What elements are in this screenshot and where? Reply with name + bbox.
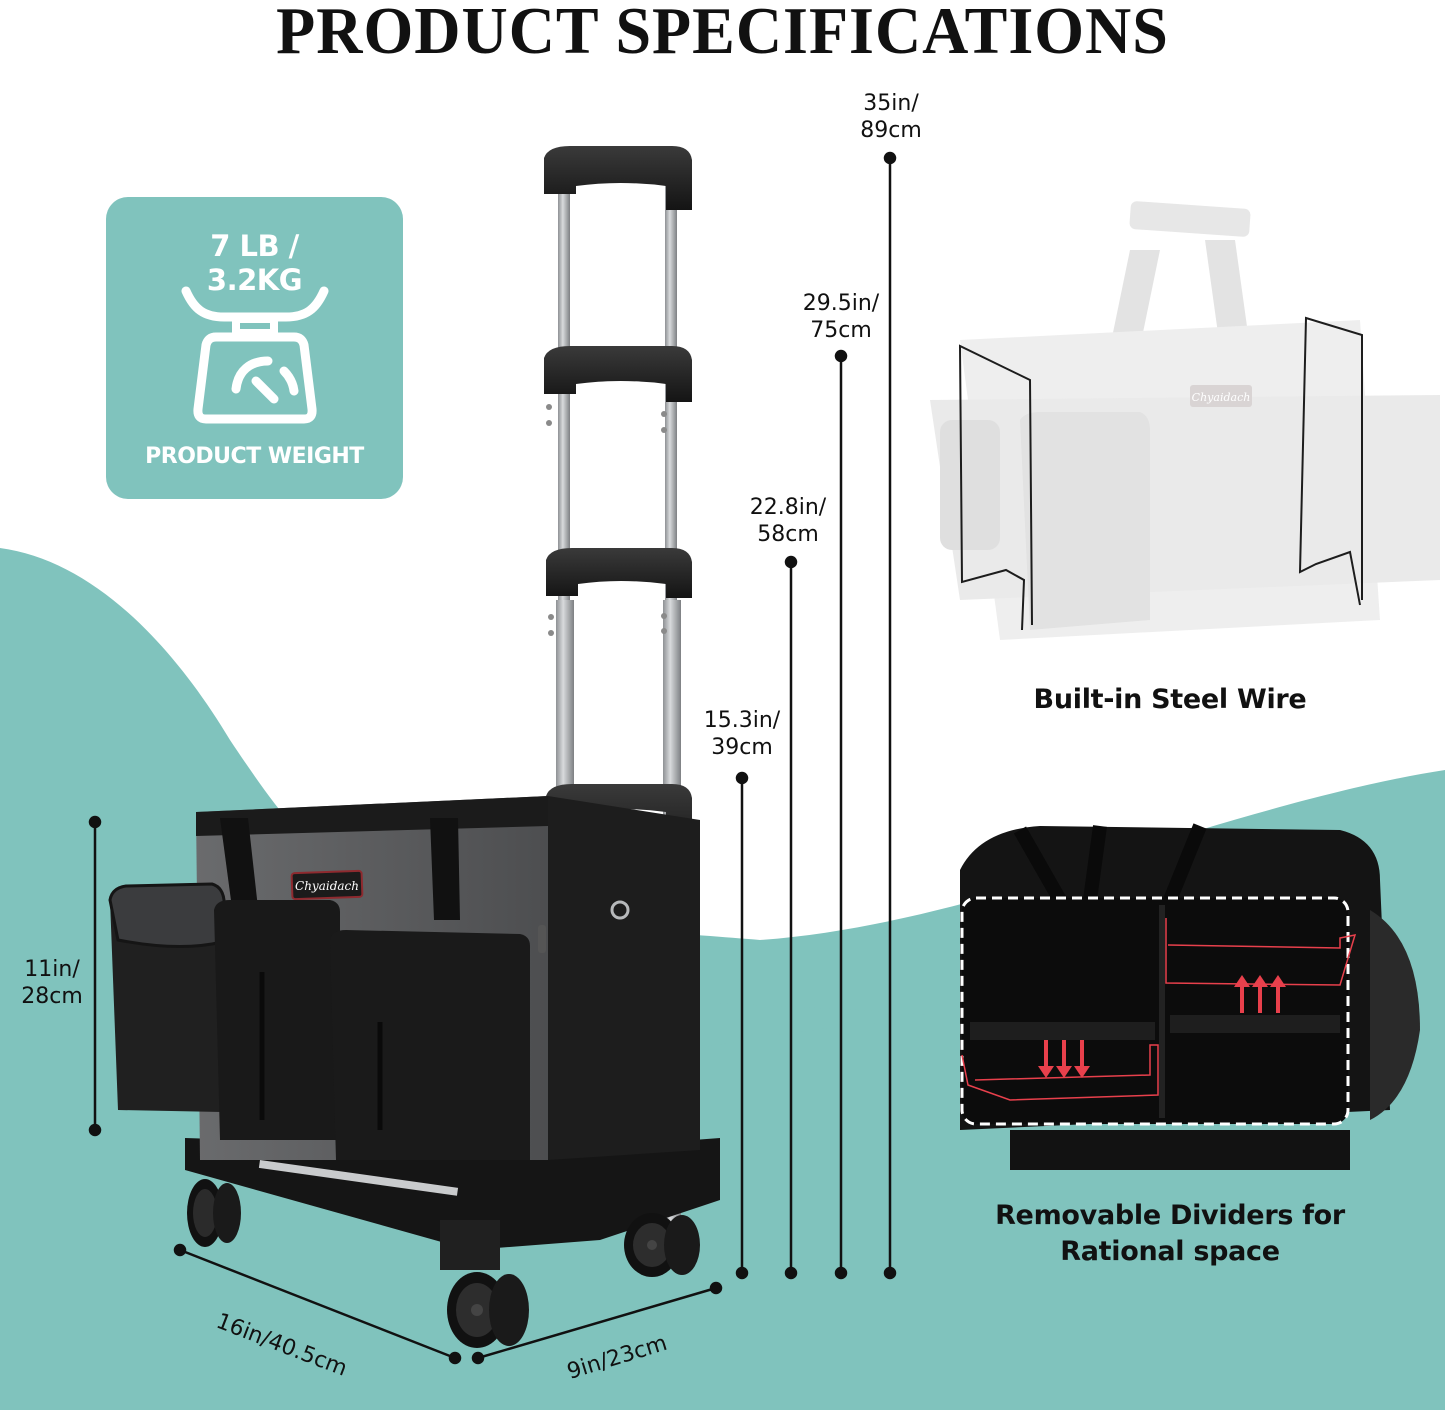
svg-text:Chyaidach: Chyaidach	[1192, 391, 1251, 404]
weight-lb-value: 7 LB /	[210, 229, 299, 263]
product-weight-card: 7 LB / 3.2KG PRODUCT WEIGHT	[106, 197, 403, 499]
tote-bag: Chyaidach	[108, 796, 700, 1160]
kitchen-scale-icon	[181, 286, 329, 424]
down-arrows-icon	[1038, 1040, 1090, 1078]
dividers-caption: Removable Dividers for Rational space	[960, 1198, 1380, 1270]
steel-wire-caption: Built-in Steel Wire	[1033, 684, 1307, 715]
bag-height-cm: 28cm	[21, 984, 83, 1009]
height-22-8in-label: 22.8in/ 58cm	[742, 494, 834, 548]
height-29-5in-cm: 75cm	[810, 318, 872, 343]
height-35in-cm: 89cm	[860, 118, 922, 143]
height-29-5in-inches: 29.5in/	[802, 291, 880, 316]
steel-wire-bag-image: Chyaidach	[930, 201, 1440, 640]
height-35in-label: 35in/ 89cm	[855, 90, 927, 144]
brand-patch: Chyaidach	[290, 869, 364, 901]
height-22-8in-inches: 22.8in/	[749, 495, 827, 520]
height-15-3in-inches: 15.3in/	[703, 708, 781, 733]
bag-height-label: 11in/ 28cm	[14, 956, 90, 1010]
weight-label: PRODUCT WEIGHT	[145, 444, 364, 469]
svg-text:Chyaidach: Chyaidach	[295, 879, 359, 893]
height-35in-inches: 35in/	[863, 91, 919, 116]
dividers-caption-line2: Rational space	[1060, 1236, 1280, 1267]
dividers-caption-line1: Removable Dividers for	[995, 1200, 1345, 1231]
trolley-base	[185, 1138, 720, 1270]
height-29-5in-label: 29.5in/ 75cm	[795, 290, 887, 344]
height-22-8in-cm: 58cm	[757, 522, 819, 547]
up-arrows-icon	[1234, 975, 1286, 1013]
height-15-3in-label: 15.3in/ 39cm	[696, 707, 788, 761]
page-title: PRODUCT SPECIFICATIONS	[276, 0, 1169, 68]
dividers-bag-image	[960, 823, 1420, 1170]
bag-height-inches: 11in/	[24, 957, 80, 982]
height-15-3in-cm: 39cm	[711, 735, 773, 760]
weight-kg-value: 3.2KG	[206, 263, 303, 297]
